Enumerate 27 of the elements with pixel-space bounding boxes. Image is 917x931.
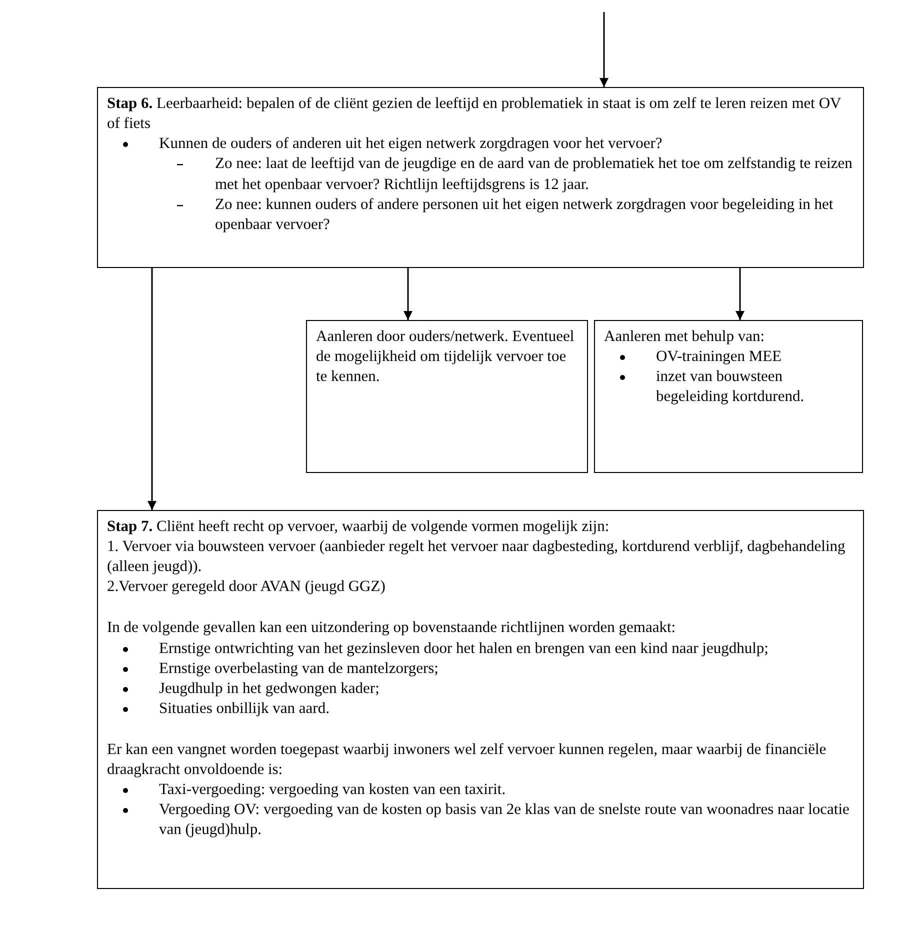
list-item: Ernstige overbelasting van de mantelzorgers; — [159, 658, 440, 679]
paragraph: Er kan een vangnet worden toegepast waarbij inwoners wel zelf vervoer kunnen regelen, maar waarbij de financiële draagkracht onvoldoende is: — [107, 740, 828, 780]
paragraph: 2.Vervoer geregeld door AVAN (jeugd GGZ) — [107, 577, 386, 598]
list-item: Situaties onbillijk van aard. — [159, 698, 330, 719]
list-item: Taxi-vergoeding: vergoeding van kosten van een taxirit. — [159, 780, 507, 800]
step-box — [97, 87, 864, 268]
list-item: inzet van bouwsteen begeleiding kortdurend. — [656, 367, 806, 408]
step-text: Aanleren met behulp van: — [604, 327, 766, 347]
step-box — [594, 320, 863, 473]
paragraph: In de volgende gevallen kan een uitzondering op bovenstaande richtlijnen worden gemaakt: — [107, 618, 677, 638]
step-text: Stap 6. Leerbaarheid: bepalen of de cliënt gezien de leeftijd en problematiek in staat is om zelf te leren reizen met OV of fiets — [107, 94, 842, 134]
step-box — [306, 320, 588, 473]
list-item: Zo nee: kunnen ouders of andere personen uit het eigen netwerk zorgdragen voor begeleiding in het openbaar vervoer? — [215, 194, 834, 235]
arrow — [736, 268, 744, 320]
paragraph: 1. Vervoer via bouwsteen vervoer (aanbieder regelt het vervoer naar dagbesteding, kortdurend verblijf, dagbehandeling (alleen jeugd)). — [107, 537, 846, 578]
list-item: Ernstige ontwrichting van het gezinsleven door het halen en brengen van een kind naar jeugdhulp; — [159, 638, 770, 658]
step-text: Stap 7. Cliënt heeft recht op vervoer, waarbij de volgende vormen mogelijk zijn: — [107, 517, 610, 537]
step-text: Aanleren door ouders/netwerk. Eventueel de mogelijkheid om tijdelijk vervoer toe te kennen. — [316, 327, 576, 388]
list-item: Zo nee: laat de leeftijd van de jeugdige en de aard van de problematiek het toe om zelfstandig te reizen met het openbaar vervoer? Richtlijn leeftijdsgrens is 12 jaar. — [215, 154, 854, 195]
arrow — [404, 268, 412, 320]
list-item: OV-trainingen MEE — [656, 347, 783, 368]
step-box — [97, 510, 864, 889]
arrow — [148, 268, 156, 510]
list-item: Kunnen de ouders of anderen uit het eigen netwerk zorgdragen voor het vervoer? — [159, 134, 664, 154]
list-item: Vergoeding OV: vergoeding van de kosten op basis van 2e klas van de snelste route van woonadres naar locatie van (jeugd)hulp. — [159, 800, 850, 840]
list-item: Jeugdhulp in het gedwongen kader; — [159, 678, 380, 699]
arrow — [600, 12, 608, 87]
